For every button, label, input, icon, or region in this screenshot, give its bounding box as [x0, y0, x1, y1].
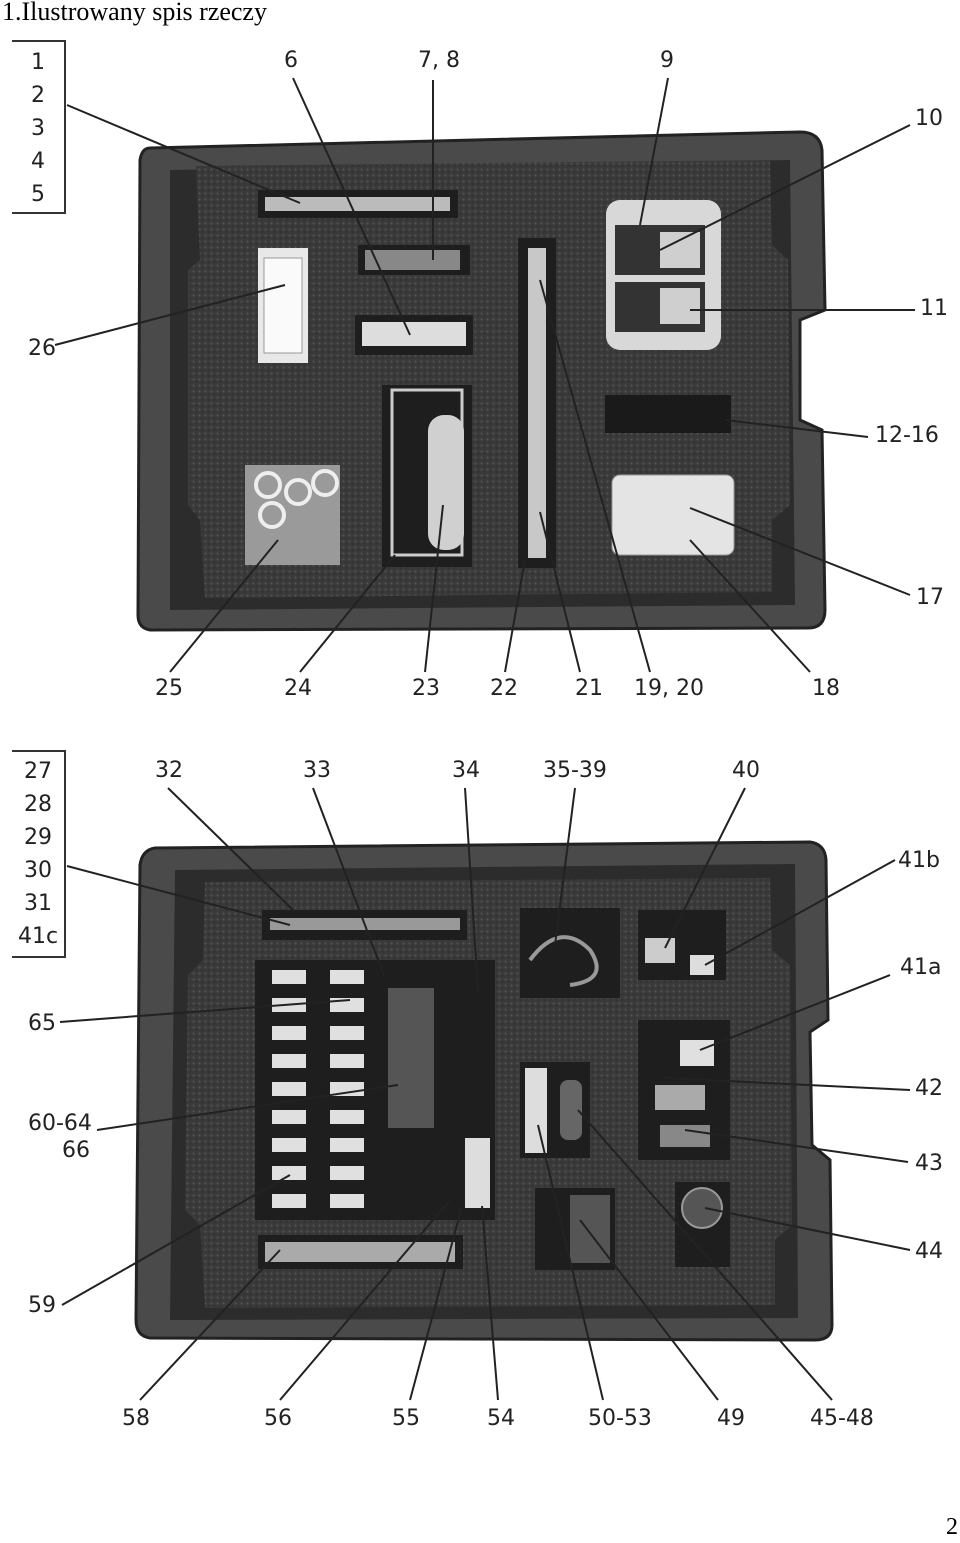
callout-label: 56	[264, 1406, 292, 1431]
case-photo-2	[59, 787, 911, 1401]
list-item: 1	[31, 50, 45, 75]
list-item: 5	[31, 182, 45, 207]
callout-label: 41b	[898, 848, 940, 873]
page-number: 2	[946, 1514, 958, 1540]
callout-label: 32	[155, 758, 183, 783]
list-item: 3	[31, 116, 45, 141]
page-title: 1.Ilustrowany spis rzeczy	[2, 0, 267, 26]
callout-label: 11	[920, 296, 948, 321]
callout-label: 66	[62, 1138, 90, 1163]
callout-label: 26	[28, 336, 56, 361]
callout-label: 22	[490, 676, 518, 701]
callout-label: 17	[916, 585, 944, 610]
callout-label: 50-53	[588, 1406, 652, 1431]
plate-compartment	[605, 395, 731, 433]
callout-label: 21	[575, 676, 603, 701]
callout-label: 12-16	[875, 423, 939, 448]
callout-label: 10	[915, 106, 943, 131]
leader-lines-2	[59, 787, 911, 1401]
item-list-box-1: 1 2 3 4 5	[12, 40, 66, 214]
callout-label: 18	[812, 676, 840, 701]
callout-label: 33	[303, 758, 331, 783]
list-item: 27	[24, 759, 52, 784]
callout-label: 35-39	[543, 758, 607, 783]
item-list-box-2: 27 28 29 30 31 41c	[12, 750, 66, 958]
list-item: 29	[24, 825, 52, 850]
callout-label: 41a	[900, 955, 942, 980]
callout-label: 7, 8	[418, 48, 460, 73]
callout-label: 58	[122, 1406, 150, 1431]
callout-label: 59	[28, 1293, 56, 1318]
callout-label: 24	[284, 676, 312, 701]
callout-label: 40	[732, 758, 760, 783]
callout-label: 45-48	[810, 1406, 874, 1431]
list-item: 2	[31, 83, 45, 108]
list-item: 4	[31, 149, 45, 174]
callout-label: 65	[28, 1011, 56, 1036]
callout-label: 44	[915, 1239, 943, 1264]
callout-label: 43	[915, 1151, 943, 1176]
list-item: 30	[24, 858, 52, 883]
callout-label: 54	[487, 1406, 515, 1431]
callout-label: 25	[155, 676, 183, 701]
callout-label: 55	[392, 1406, 420, 1431]
leader-lines-1	[54, 77, 915, 673]
callout-label: 6	[284, 48, 298, 73]
case-photo-1	[54, 77, 915, 673]
callout-label: 49	[717, 1406, 745, 1431]
list-item: 41c	[17, 924, 59, 949]
list-item: 31	[24, 891, 52, 916]
cylinder-compartment	[611, 474, 735, 556]
callout-label: 34	[452, 758, 480, 783]
callout-label: 19, 20	[634, 676, 704, 701]
callout-label: 23	[412, 676, 440, 701]
list-item: 28	[24, 792, 52, 817]
callout-label: 42	[915, 1076, 943, 1101]
callout-label: 60-64	[28, 1111, 92, 1136]
callout-label: 9	[660, 48, 674, 73]
